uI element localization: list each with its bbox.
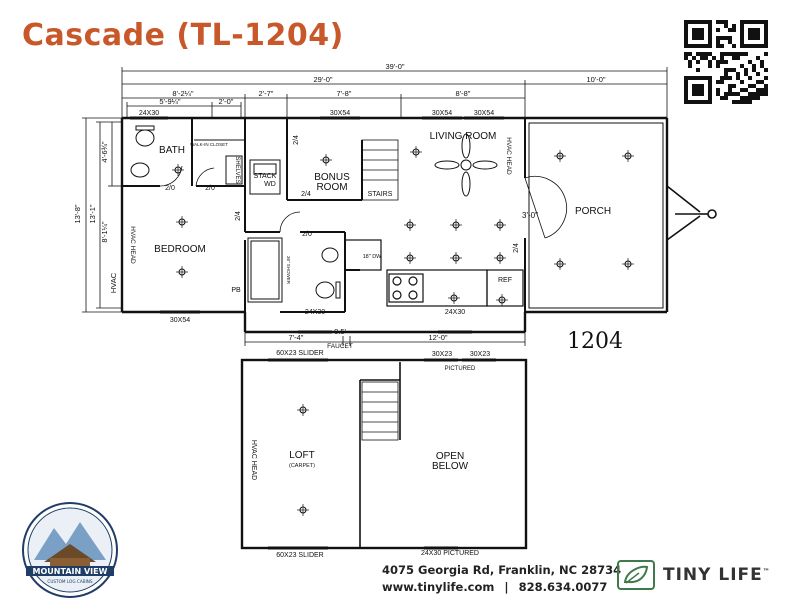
room-bonus-2: ROOM (316, 182, 347, 193)
label-stairs: STAIRS (368, 191, 393, 198)
window-30x54-bonus: 30X54 (330, 110, 350, 117)
room-porch: PORCH (575, 206, 611, 217)
bottom-dimensions (244, 328, 526, 346)
room-bedroom: BEDROOM (154, 244, 206, 255)
stairs-loft (361, 381, 399, 441)
label-dw: 18" DW (363, 254, 383, 260)
loft-rail (359, 362, 401, 548)
dim-walkin: 2'-0" (219, 97, 234, 106)
loft-ceiling-lights (297, 404, 309, 516)
dim-bottom-c: 12'-0" (428, 333, 447, 342)
left-dimensions (82, 117, 122, 313)
window-24x30-bottom-1: 24X30 (305, 309, 325, 316)
dim-bonus: 7'-8" (337, 89, 352, 98)
toilet-bath (135, 125, 155, 147)
label-wd: WD (264, 181, 276, 188)
door-swings (159, 165, 568, 239)
door-label-2: 2/0 (205, 185, 215, 192)
label-shelves: SHELVES (234, 156, 240, 183)
kitchen-counter (344, 239, 524, 307)
trailer-hitch (666, 185, 717, 241)
windows (130, 116, 504, 334)
dim-height-a: 13'-1" (88, 204, 97, 223)
window-24x30-top: 24X30 (139, 110, 159, 117)
dim-total: 39'-0" (385, 62, 404, 71)
page-title: Cascade (TL-1204) (22, 18, 344, 53)
dim-living: 8'-8" (456, 89, 471, 98)
ceiling-lights (172, 146, 634, 306)
toilet-2 (315, 281, 341, 299)
loft-carpet: (CARPET) (289, 463, 315, 469)
room-bonus-1: BONUS (314, 172, 350, 183)
room-bath: BATH (159, 145, 185, 156)
loft-window-30x23-2: 30X23 (470, 351, 490, 358)
dim-bath-inner: 5'-9¼" (159, 97, 181, 106)
stack-washer-dryer (249, 159, 281, 195)
loft-pictured-top: PICTURED (445, 366, 476, 372)
door-label-3: 2/4 (235, 211, 242, 221)
dim-bottom-a: 7'-4" (289, 333, 304, 342)
room-walkin: WALK-IN CLOSET (190, 142, 228, 147)
tiny-life-logo[interactable]: TINY LIFE™ (617, 560, 771, 590)
label-stack: STACK (254, 173, 277, 180)
dim-hall: 2'-7" (259, 89, 274, 98)
open-below-1: OPEN (436, 451, 464, 462)
door-label-7: 2/4 (513, 243, 520, 253)
window-30x54-living-2: 30X54 (474, 110, 494, 117)
phone-number[interactable]: 828.634.0077 (518, 580, 608, 594)
stairs-main (361, 139, 399, 201)
dim-bath-width: 8'-2¼" (172, 89, 194, 98)
label-faucet: FAUCET (327, 343, 353, 350)
loft-windows (268, 358, 496, 550)
window-24x30-bottom-2: 24X30 (445, 309, 465, 316)
label-ref: REF (498, 277, 512, 284)
door-label-5: 2/4 (301, 191, 311, 198)
exterior-walls (120, 116, 669, 334)
label-hvac-head-bedroom: HVAC HEAD (129, 226, 136, 264)
window-30x54-bedroom: 30X54 (170, 317, 190, 324)
dim-height-b: 4'-6¾" (100, 141, 109, 163)
separator: | (504, 580, 509, 594)
loft-hvac-head: HVAC HEAD (250, 440, 257, 480)
door-label-6: 2/0 (302, 231, 312, 238)
address: 4075 Georgia Rd, Franklin, NC 28734 (382, 563, 622, 577)
loft-window-slider-bottom: 60X23 SLIDER (276, 552, 323, 559)
label-hvac: HVAC (109, 272, 118, 293)
website-link[interactable]: www.tinylife.com (382, 580, 495, 594)
room-living: LIVING ROOM (430, 131, 497, 142)
leaf-icon (617, 560, 655, 590)
door-label-4: 2/4 (293, 135, 300, 145)
door-label-1: 2/0 (165, 185, 175, 192)
label-door-3-0: 3'-0" (522, 211, 538, 220)
mountain-view-logo[interactable]: MOUNTAIN VIEW CUSTOM LOG CABINS (20, 500, 120, 600)
svg-text:MOUNTAIN VIEW: MOUNTAIN VIEW (33, 567, 108, 576)
dim-height-total: 13'-8" (73, 204, 82, 223)
closet-shelves (194, 139, 244, 185)
loft-walls (240, 358, 528, 550)
loft-window-slider-top: 60X23 SLIDER (276, 350, 323, 357)
contact-info: 4075 Georgia Rd, Franklin, NC 28734 www.… (382, 562, 621, 596)
loft-window-30x23-1: 30X23 (432, 351, 452, 358)
dim-bottom-b: 0.5' (334, 327, 346, 336)
label-pb: PB (231, 287, 241, 294)
loft-pictured-bottom: 24X30 PICTURED (421, 550, 479, 557)
dim-height-c: 8'-1¼" (100, 221, 109, 243)
ceiling-fan (434, 133, 498, 197)
top-dimensions (121, 67, 668, 118)
dim-main: 29'-0" (313, 75, 332, 84)
model-number: 1204 (567, 329, 623, 354)
dim-porch: 10'-0" (586, 75, 605, 84)
svg-text:CUSTOM LOG CABINS: CUSTOM LOG CABINS (47, 579, 93, 584)
label-hvac-head-living: HVAC HEAD (505, 137, 512, 175)
porch-rail (528, 122, 664, 309)
loft-label: LOFT (289, 450, 315, 461)
open-below-2: BELOW (432, 461, 469, 472)
qr-code[interactable] (684, 20, 768, 104)
label-shower: 36" SHOWER (286, 256, 291, 285)
sinks (130, 162, 339, 263)
shower-stall (247, 237, 283, 303)
brand-name: TINY LIFE™ (663, 565, 771, 585)
window-30x54-living-1: 30X54 (432, 110, 452, 117)
